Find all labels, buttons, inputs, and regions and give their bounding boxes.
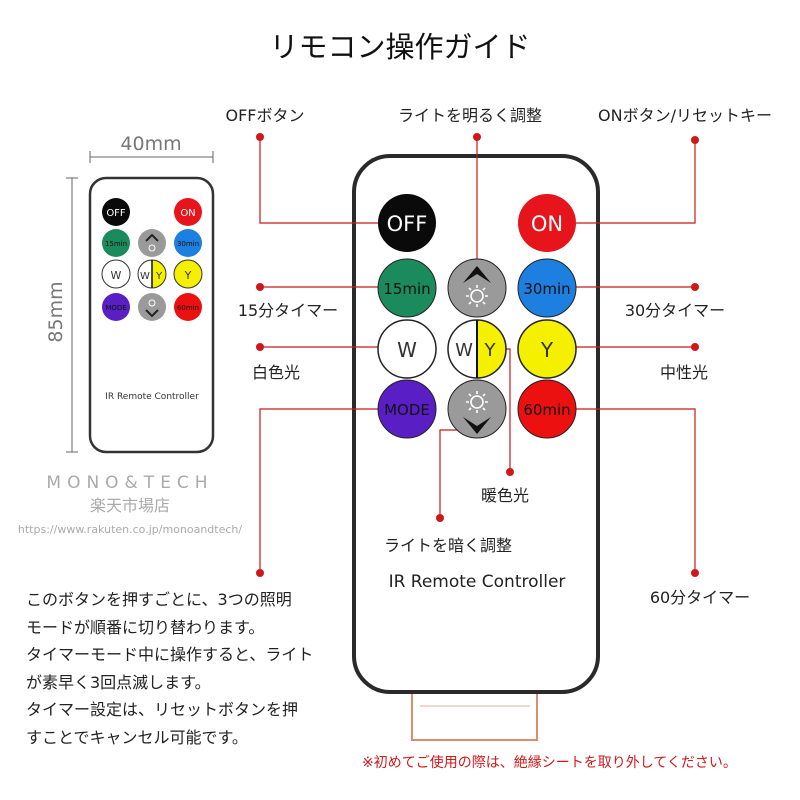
width-label: 40mm <box>120 133 181 155</box>
svg-text:OFF: OFF <box>387 212 428 236</box>
svg-text:W: W <box>397 338 417 362</box>
sun-icon <box>466 391 488 413</box>
label-60min: 60分タイマー <box>650 588 750 607</box>
svg-text:Y: Y <box>155 271 163 282</box>
neutral-light-button[interactable]: Y <box>517 319 577 379</box>
label-neutral: 中性光 <box>660 363 708 382</box>
on-button[interactable]: ON <box>518 194 576 252</box>
label-15min: 15分タイマー <box>238 301 338 320</box>
height-label: 85mm <box>45 281 67 342</box>
svg-text:60min: 60min <box>177 304 199 312</box>
svg-text:W: W <box>111 269 122 282</box>
svg-text:15min: 15min <box>105 240 127 248</box>
timer-30min-button[interactable]: 30min <box>517 258 577 318</box>
label-on: ONボタン/リセットキー <box>598 106 772 125</box>
callout-lines <box>256 133 699 577</box>
svg-text:OFF: OFF <box>106 208 126 219</box>
svg-text:60min: 60min <box>523 401 570 419</box>
timer-15min-button[interactable]: 15min <box>377 258 437 318</box>
main-remote-model: IR Remote Controller <box>389 572 566 592</box>
page-title: リモコン操作ガイド <box>269 30 530 64</box>
white-light-button[interactable]: W <box>377 319 437 379</box>
svg-text:W: W <box>140 271 150 282</box>
svg-text:Y: Y <box>184 269 192 282</box>
height-dimension: 85mm <box>45 177 78 453</box>
watermark: MONO&TECH 楽天市場店 https://www.rakuten.co.j… <box>18 473 242 536</box>
timer-60min-button[interactable]: 60min <box>517 379 577 439</box>
svg-text:ON: ON <box>531 212 563 236</box>
insulation-sheet-note: ※初めてご使用の際は、絶縁シートを取り外してください。 <box>362 755 737 771</box>
label-30min: 30分タイマー <box>625 301 725 320</box>
svg-text:30min: 30min <box>177 240 199 248</box>
mode-description: このボタンを押すごとに、3つの照明 モードが順番に切り替わります。 タイマーモー… <box>26 590 314 747</box>
svg-text:MODE: MODE <box>105 304 126 312</box>
svg-text:https://www.rakuten.co.jp/mono: https://www.rakuten.co.jp/monoandtech/ <box>18 523 242 536</box>
darken-button[interactable] <box>447 379 507 439</box>
label-darken: ライトを暗く調整 <box>384 536 512 555</box>
svg-text:Y: Y <box>540 338 554 362</box>
label-brighten: ライトを明るく調整 <box>398 106 542 125</box>
svg-text:MONO&TECH: MONO&TECH <box>46 473 213 493</box>
mode-button[interactable]: MODE <box>377 379 437 439</box>
label-white: 白色光 <box>252 363 300 382</box>
svg-text:ON: ON <box>180 208 195 219</box>
svg-text:MODE: MODE <box>384 401 430 419</box>
svg-text:楽天市場店: 楽天市場店 <box>90 496 170 515</box>
svg-text:Y: Y <box>484 340 497 361</box>
sun-icon <box>466 285 488 307</box>
arrow-up-icon <box>463 266 491 283</box>
off-button[interactable]: OFF <box>378 194 436 252</box>
svg-text:15min: 15min <box>383 280 430 298</box>
label-warm: 暖色光 <box>481 486 529 505</box>
svg-text:30min: 30min <box>523 280 570 298</box>
small-remote-model: IR Remote Controller <box>105 392 199 402</box>
width-dimension: 40mm <box>89 133 214 163</box>
label-off: OFFボタン <box>225 106 304 125</box>
brighten-button[interactable] <box>447 258 507 318</box>
svg-text:W: W <box>455 340 473 361</box>
arrow-down-icon <box>463 417 491 434</box>
